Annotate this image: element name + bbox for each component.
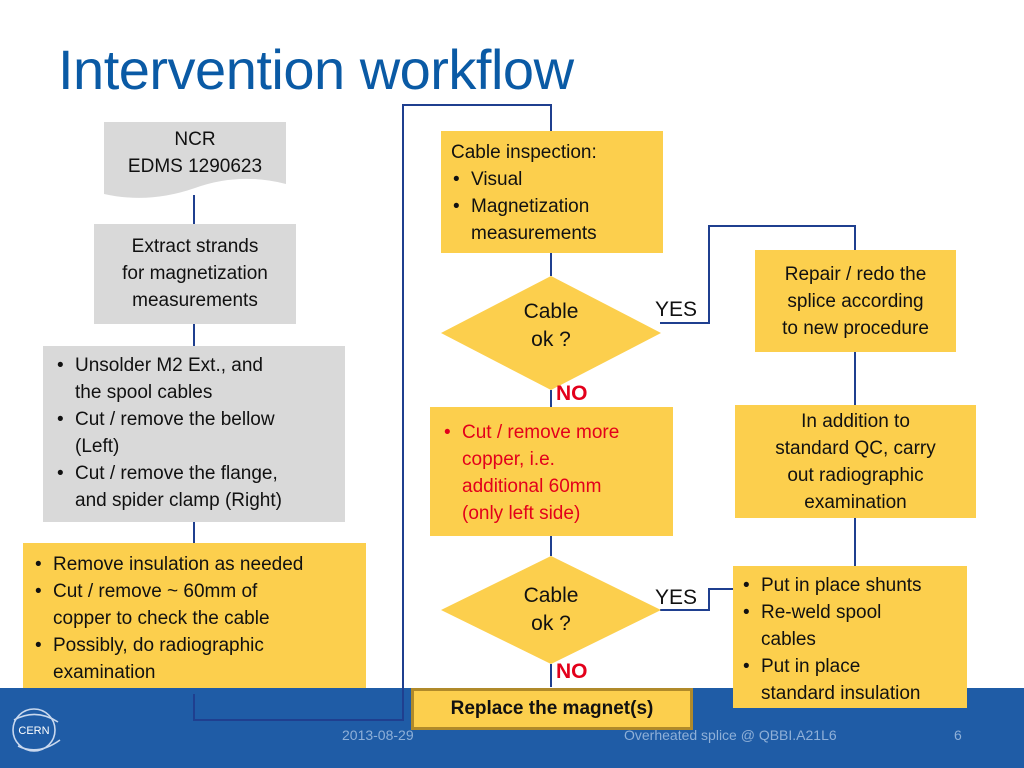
list-item-line: Visual [471, 169, 523, 190]
final-steps-box: Put in place shunts Re-weld spool cables… [733, 566, 967, 708]
list-item-line: Re-weld spool [761, 602, 882, 623]
repair-line-1: Repair / redo the [784, 264, 927, 285]
list-item-line: Put in place shunts [761, 575, 922, 596]
cut-more-list: Cut / remove more copper, i.e. additiona… [442, 419, 665, 527]
decision-2-line-2: ok ? [531, 612, 571, 635]
replace-magnet-box: Replace the magnet(s) [411, 688, 693, 730]
footer-page-number: 6 [954, 727, 962, 743]
cern-logo-text: CERN [18, 725, 49, 737]
list-item-line: Cut / remove the flange, [75, 463, 278, 484]
list-item: Remove insulation as needed [33, 551, 360, 578]
remove-insulation-box: Remove insulation as needed Cut / remove… [23, 543, 366, 694]
no-label-1: NO [556, 382, 588, 405]
unsolder-box: Unsolder M2 Ext., and the spool cables C… [43, 346, 345, 522]
repair-line-3: to new procedure [782, 318, 929, 339]
list-item: Put in place standard insulation [741, 653, 961, 707]
list-item-line: standard insulation [761, 683, 921, 704]
list-item: Visual [451, 166, 655, 193]
repair-line-2: splice according [787, 291, 924, 312]
extract-line-3: measurements [132, 290, 258, 311]
list-item-line: Remove insulation as needed [53, 554, 304, 575]
cut-more-copper-box: Cut / remove more copper, i.e. additiona… [430, 407, 673, 536]
qc-line-4: examination [804, 492, 907, 513]
list-item: Cut / remove the flange, and spider clam… [55, 460, 337, 514]
repair-splice-box: Repair / redo the splice according to ne… [755, 250, 956, 352]
list-item-line: copper, i.e. [462, 449, 555, 470]
list-item-line: Possibly, do radiographic [53, 635, 264, 656]
extract-line-1: Extract strands [131, 236, 259, 257]
extract-line-2: for magnetization [122, 263, 268, 284]
decision-2-line-1: Cable [523, 584, 579, 607]
list-item-line: (only left side) [462, 503, 581, 524]
decision-2-text: Cable ok ? [441, 582, 661, 638]
ncr-document: NCR EDMS 1290623 [104, 126, 286, 180]
cable-inspection-box: Cable inspection: Visual Magnetization m… [441, 131, 663, 253]
yes-label-1: YES [655, 298, 698, 321]
list-item-line: measurements [471, 223, 597, 244]
cern-logo-icon: CERN [12, 708, 61, 752]
list-item-line: additional 60mm [462, 476, 602, 497]
list-item-line: Cut / remove the bellow [75, 409, 275, 430]
list-item: Magnetization measurements [451, 193, 655, 247]
ncr-edms-number: EDMS 1290623 [127, 156, 263, 177]
list-item-line: examination [53, 662, 156, 683]
list-item: Re-weld spool cables [741, 599, 961, 653]
qc-line-2: standard QC, carry [775, 438, 936, 459]
list-item: Put in place shunts [741, 572, 961, 599]
remove-list: Remove insulation as needed Cut / remove… [33, 551, 360, 686]
list-item-line: (Left) [75, 436, 120, 457]
connector-yes2-final [660, 588, 733, 611]
inspection-heading: Cable inspection: [451, 142, 597, 163]
decision-1-line-1: Cable [523, 300, 579, 323]
list-item: Unsolder M2 Ext., and the spool cables [55, 352, 337, 406]
list-item-line: Put in place [761, 656, 861, 677]
slide-title: Intervention workflow [58, 38, 574, 101]
radiographic-qc-box: In addition to standard QC, carry out ra… [735, 405, 976, 518]
yes-label-2: YES [655, 586, 698, 609]
footer-subject: Overheated splice @ QBBI.A21L6 [624, 727, 837, 743]
no-label-2: NO [556, 660, 588, 683]
list-item-line: copper to check the cable [53, 608, 270, 629]
ncr-document-shape [104, 122, 286, 198]
decision-1-line-2: ok ? [531, 328, 571, 351]
list-item-line: the spool cables [75, 382, 213, 403]
qc-line-1: In addition to [801, 411, 910, 432]
list-item-line: and spider clamp (Right) [75, 490, 282, 511]
list-item: Cut / remove the bellow (Left) [55, 406, 337, 460]
footer-date: 2013-08-29 [342, 727, 414, 743]
decision-1-text: Cable ok ? [441, 298, 661, 354]
decision-diamond-2 [441, 556, 661, 664]
extract-strands-box: Extract strands for magnetization measur… [94, 224, 296, 324]
list-item: Cut / remove ~ 60mm of copper to check t… [33, 578, 360, 632]
list-item-line: Cut / remove ~ 60mm of [53, 581, 258, 602]
list-item-line: Unsolder M2 Ext., and [75, 355, 263, 376]
connector-yes1-repair [660, 225, 856, 324]
list-item-line: cables [761, 629, 816, 650]
list-item: Possibly, do radiographic examination [33, 632, 360, 686]
decision-diamond-1 [441, 276, 661, 390]
unsolder-list: Unsolder M2 Ext., and the spool cables C… [55, 352, 337, 514]
ncr-label: NCR [174, 129, 216, 150]
qc-line-3: out radiographic [787, 465, 924, 486]
list-item-line: Cut / remove more [462, 422, 620, 443]
final-steps-list: Put in place shunts Re-weld spool cables… [741, 572, 961, 707]
list-item: Cut / remove more copper, i.e. additiona… [442, 419, 665, 527]
list-item-line: Magnetization [471, 196, 590, 217]
inspection-list: Visual Magnetization measurements [451, 166, 655, 247]
